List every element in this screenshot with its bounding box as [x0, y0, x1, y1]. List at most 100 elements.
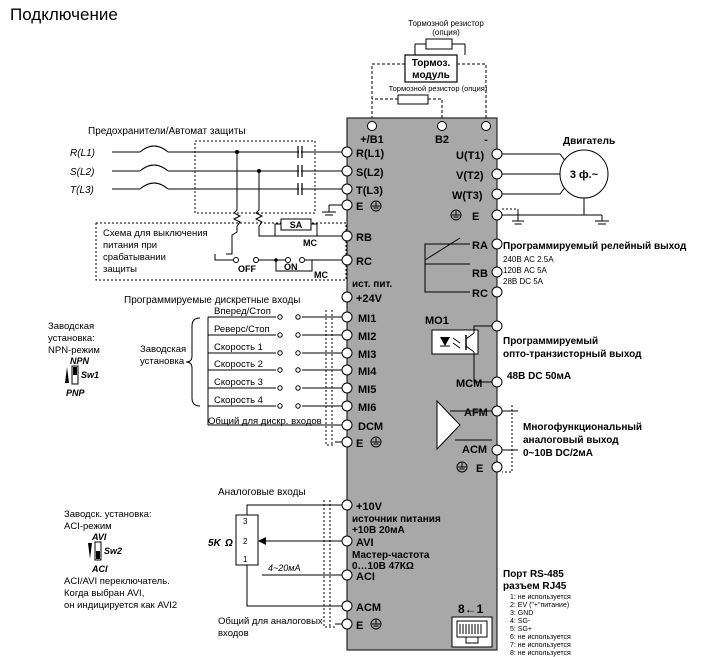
input-r: R(L1) — [70, 148, 95, 159]
input-label-speed2: Скорость 2 — [214, 359, 263, 370]
terminal-ra: RA — [472, 240, 488, 252]
pnp-label: PNP — [66, 388, 86, 398]
input-lines: Предохранители/Автомат защиты R(L1) S(L2… — [70, 126, 342, 216]
page-title: Подключение — [10, 5, 118, 24]
analog-output: AFM ACM E Многофункциональный аналоговый… — [436, 399, 642, 475]
aci-avi-label: AVI — [91, 532, 107, 542]
aci-mode-line-1: Заводск. установка: — [64, 509, 152, 520]
npn-switch-block: Заводская установка: NPN-режим NPN Sw1 P… — [48, 321, 100, 398]
v10-note-2: +10В 20мА — [352, 525, 405, 536]
terminal-afm: AFM — [464, 407, 488, 419]
terminal-10v: +10V — [356, 501, 383, 513]
drive-body — [346, 117, 498, 651]
rs485-pin-6: 6: не используется — [510, 634, 571, 641]
rs485-title-1: Порт RS-485 — [503, 569, 564, 580]
brake-resistor-option: (опция) — [432, 28, 460, 37]
v10-note-1: источник питания — [352, 514, 441, 525]
pot-pin-2: 2 — [243, 537, 248, 546]
terminal-acm-right: ACM — [462, 444, 487, 456]
rs485-pin-1: 1: не используется — [510, 594, 571, 601]
terminal-mi3: MI3 — [358, 349, 376, 361]
sw2-label: Sw2 — [104, 546, 122, 556]
terminal-dcm: DCM — [358, 421, 383, 433]
brake-resistor-mid — [397, 94, 429, 105]
input-t: T(L3) — [70, 185, 94, 196]
brake-resistor-mid-label: Тормозной резистор (опция) — [389, 84, 488, 93]
input-label-speed3: Скорость 3 — [214, 377, 263, 388]
pot-value: 5K — [208, 538, 222, 549]
terminal-b2: B2 — [435, 134, 449, 146]
supply-label: ист. пит. — [352, 279, 392, 290]
rs485-pin-order: 8←1 — [458, 602, 484, 616]
cutoff-note-4: защиты — [103, 264, 137, 275]
sw1-label: Sw1 — [81, 370, 99, 380]
mc-label-2: MC — [314, 270, 328, 280]
rs485-pin-4: 4: SG- — [510, 618, 531, 625]
terminal-rb-left: RB — [356, 232, 372, 244]
aci-note-3: он индицируется как AVI2 — [64, 600, 177, 611]
factory-label-2: установка — [140, 356, 185, 367]
analog-out-line-2: аналоговый выход — [523, 435, 619, 446]
on-label: ON — [284, 262, 298, 272]
terminal-b1: +/B1 — [360, 134, 384, 146]
digital-inputs-title: Программируемые дискретные входы — [124, 295, 301, 306]
terminal-u: U(T1) — [456, 150, 484, 162]
terminal-minus: - — [484, 134, 488, 146]
terminal-rc-left: RC — [356, 256, 372, 268]
aci-mode-block: Заводск. установка: ACI-режим AVI Sw2 AC… — [64, 509, 177, 611]
terminal-24v: +24V — [356, 293, 383, 305]
npn-label: NPN — [70, 356, 90, 366]
terminal-acm: ACM — [356, 602, 381, 614]
sa-label: SA — [290, 220, 303, 230]
motor-title: Двигатель — [563, 136, 615, 147]
optocoupler-icon — [431, 329, 479, 355]
terminal-rb-right: RB — [472, 268, 488, 280]
terminal-e: E — [356, 201, 363, 213]
relay-spec-2: 120В АС 5А — [503, 266, 548, 275]
terminal-v: V(T2) — [456, 170, 484, 182]
brake-module-label-1: Тормоз. — [412, 58, 451, 69]
npn-line-1: Заводская — [48, 321, 94, 332]
opto-output: MO1 MCM Программируемый опто-транзисторн… — [425, 315, 642, 390]
digital-common-label: Общий для дискр. входов — [208, 416, 322, 427]
aci-aci-label: ACI — [91, 564, 108, 574]
npn-line-2: установка: — [48, 333, 95, 344]
terminal-aci: ACI — [356, 571, 375, 583]
analog-common-1: Общий для аналоговых — [218, 616, 323, 627]
relay-output: RA RB RC Программируемый релейный выход … — [424, 237, 687, 300]
relay-spec-1: 240В АС 2.5А — [503, 255, 554, 264]
input-label-speed1: Скорость 1 — [214, 342, 263, 353]
terminal-mcm: MCM — [456, 378, 482, 390]
terminal-r: R(L1) — [356, 148, 384, 160]
terminal-e-right: E — [472, 211, 479, 223]
brake-resistor-top — [425, 38, 453, 50]
opto-line-2: опто-транзисторный выход — [503, 349, 642, 360]
fuses-label: Предохранители/Автомат защиты — [88, 126, 246, 137]
rb-rc-terminals: RB RC ист. пит. +24V — [341, 230, 392, 305]
analog-out-line-1: Многофункциональный — [523, 421, 642, 433]
terminal-t: T(L3) — [356, 185, 383, 197]
motor-label: 3 ф.~ — [570, 169, 599, 181]
cutoff-note-1: Схема для выключения — [103, 228, 208, 239]
analog-out-line-3: 0~10В DC/2мА — [523, 448, 593, 459]
terminal-rc-right: RC — [472, 288, 488, 300]
terminal-mi2: MI2 — [358, 331, 376, 343]
terminal-e3: E — [356, 620, 363, 632]
digital-inputs: Программируемые дискретные входы MI1 MI2… — [124, 295, 383, 450]
relay-title: Программируемый релейный выход — [503, 241, 687, 252]
cutoff-note-3: срабатывании — [103, 252, 166, 263]
opto-spec: 48В DC 50мА — [507, 371, 571, 382]
terminal-mi6: MI6 — [358, 402, 376, 414]
aci-note-1: ACI/AVI переключатель. — [64, 576, 170, 587]
terminal-mi1: MI1 — [358, 313, 376, 325]
terminal-mi4: MI4 — [358, 366, 377, 378]
mc-label-1: MC — [303, 238, 317, 248]
rs485-port: 8←1 Порт RS-485 разъем RJ45 1: не исполь… — [451, 569, 571, 657]
analog-inputs: Аналоговые входы +10V источник питания +… — [208, 487, 441, 639]
avi-note-1: Мастер-частота — [352, 550, 430, 561]
relay-spec-3: 28В DC 5А — [503, 277, 544, 286]
terminal-s: S(L2) — [356, 167, 384, 179]
brake-section: Тормозной резистор (опция) Тормоз. модул… — [371, 19, 488, 118]
input-label-forward: Вперед/Стоп — [214, 306, 271, 317]
